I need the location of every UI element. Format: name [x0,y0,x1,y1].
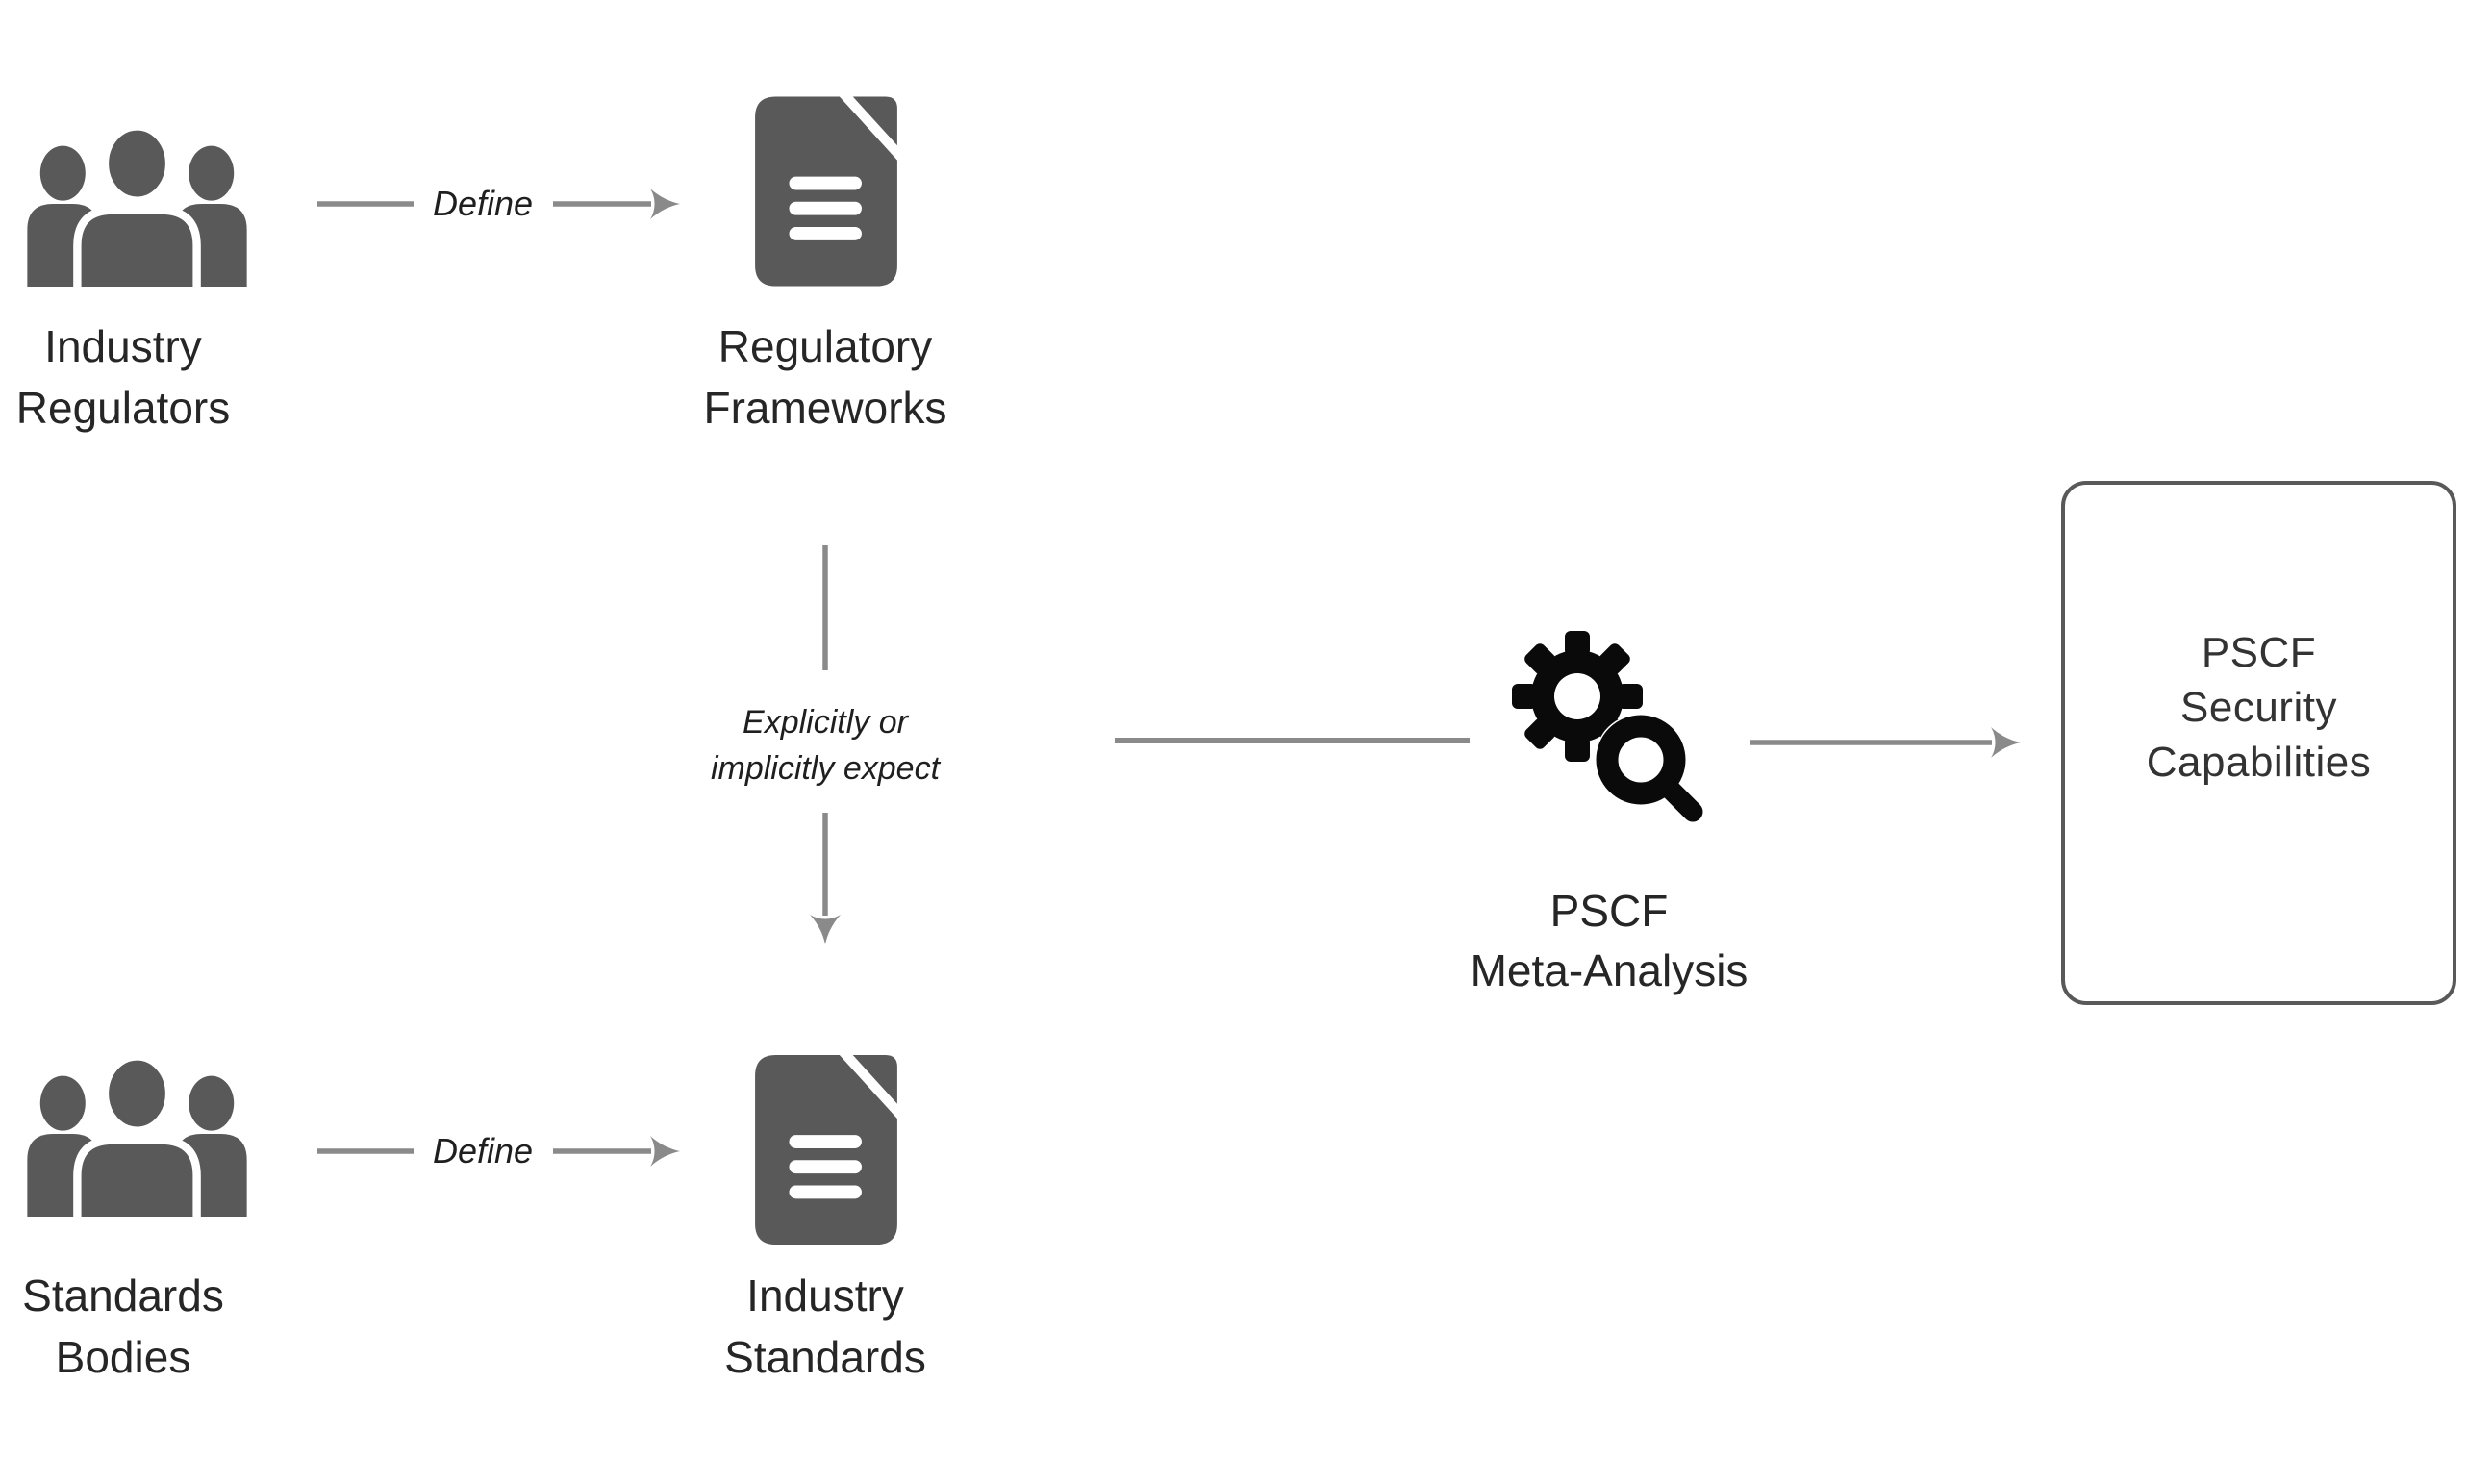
edge-label-line: Explicitly or [743,704,908,741]
label-line: Regulators [15,383,231,433]
arrowhead [650,189,680,219]
back-person-head [39,145,86,201]
people-group-icon [27,122,247,297]
edge-label-define-bottom: Define [432,1131,534,1170]
node-regulatory-frameworks [752,92,900,295]
node-industry-regulators [24,121,250,297]
arrowhead [1991,727,2021,758]
document-text-line [789,226,862,240]
meta-analysis-input-line [1115,738,1470,743]
label-line: PSCF [1549,886,1669,936]
edge-label-define-top: Define [432,184,534,223]
expect-arrow [810,545,841,944]
back-person-head [189,1075,235,1131]
edge-label-explicit-expect: Explicitly or implicitly expect [633,699,1018,792]
label-line: Capabilities [2146,739,2372,786]
node-label-pscf-security-capabilities: PSCF Security Capabilities [2065,485,2453,790]
front-person-head [100,1052,174,1135]
node-industry-standards [752,1050,900,1254]
node-label-standards-bodies: Standards Bodies [0,1265,267,1388]
node-standards-bodies [24,1051,250,1227]
document-icon [755,1054,897,1245]
document-fold-corner [852,96,897,146]
document-text-line [789,201,862,215]
document-icon [755,96,897,287]
people-group-icon [27,1052,247,1227]
magnifier-handle [1655,774,1703,822]
document-text-line [789,1160,862,1174]
label-line: Security [2180,684,2337,731]
arrowhead [650,1136,680,1167]
node-label-industry-regulators: Industry Regulators [0,315,267,439]
node-pscf-meta-analysis [1508,625,1714,834]
label-line: Standards [724,1332,926,1382]
label-line: Regulatory [717,321,933,371]
node-label-industry-standards: Industry Standards [681,1265,969,1388]
front-person-body [73,1136,201,1227]
pscf-security-capabilities-box: PSCF Security Capabilities [2061,481,2456,1005]
arrowhead [810,915,841,944]
meta-analysis-output-arrow [1750,727,2021,758]
back-person-head [189,145,235,201]
label-line: PSCF [2201,629,2317,676]
back-person-head [39,1075,86,1131]
front-person-body [73,206,201,297]
define-arrow-bottom [317,1136,680,1167]
label-line: Industry [44,321,202,371]
label-line: Standards [22,1270,224,1321]
label-line: Industry [746,1270,904,1321]
document-page [755,96,897,287]
magnifier-lens [1596,715,1686,805]
label-line: Frameworks [703,383,947,433]
define-arrow-top [317,189,680,219]
edge-label-line: implicitly expect [710,750,941,787]
document-text-line [789,1135,862,1148]
label-line: Meta-Analysis [1470,945,1749,995]
document-text-line [789,176,862,190]
node-label-regulatory-frameworks: Regulatory Frameworks [681,315,969,439]
gear-hole [1554,673,1600,719]
label-line: Bodies [55,1332,191,1382]
front-person-head [100,122,174,205]
gear-magnifier-icon [1512,631,1714,833]
document-page [755,1054,897,1245]
document-text-line [789,1185,862,1199]
node-label-pscf-meta-analysis: PSCF Meta-Analysis [1417,881,1801,1000]
